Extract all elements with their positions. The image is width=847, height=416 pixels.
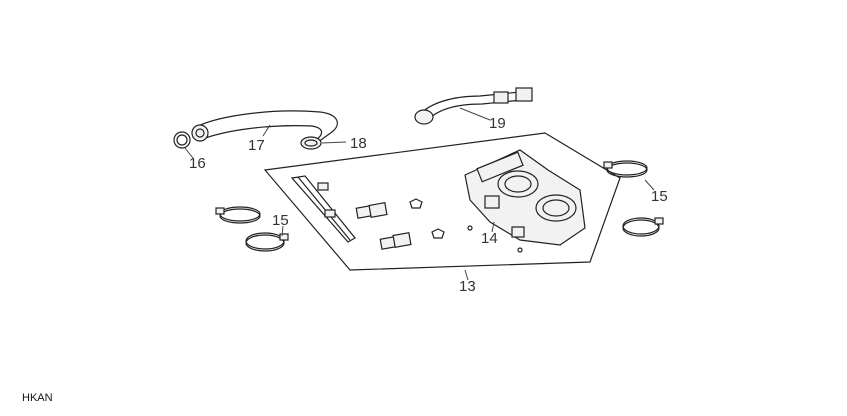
- throttle-body: [464, 149, 586, 253]
- footer-code: HKAN: [22, 392, 53, 404]
- clamp-right-upper: [603, 160, 648, 178]
- clamp-right-lower: [622, 217, 664, 237]
- clip-upper: [409, 198, 423, 209]
- callout-15-right: 15: [651, 188, 668, 205]
- hose-17: [191, 110, 338, 147]
- leader-19: [459, 107, 491, 121]
- callout-14: 14: [481, 230, 498, 247]
- leader-18: [321, 141, 347, 144]
- clip-lower: [431, 228, 445, 239]
- callout-13: 13: [459, 278, 476, 295]
- callout-15-left: 15: [272, 212, 289, 229]
- assembly-outline: [263, 132, 621, 271]
- leader-16: [184, 147, 194, 159]
- clamp-16: [173, 131, 191, 149]
- leader-17: [262, 124, 271, 137]
- hose-19: [414, 87, 533, 125]
- injector-upper: [355, 202, 388, 219]
- clamp-left-upper: [215, 206, 261, 224]
- fuel-rail: [290, 175, 356, 243]
- leader-15-right: [644, 179, 655, 191]
- callout-16: 16: [189, 155, 206, 172]
- clamp-18: [300, 136, 322, 150]
- callout-17: 17: [248, 137, 265, 154]
- callout-19: 19: [489, 115, 506, 132]
- injector-lower: [379, 232, 412, 250]
- clamp-left-lower: [245, 232, 289, 252]
- leader-13: [464, 269, 469, 281]
- callout-18: 18: [350, 135, 367, 152]
- leader-14: [491, 221, 495, 233]
- leader-15-left: [281, 225, 284, 237]
